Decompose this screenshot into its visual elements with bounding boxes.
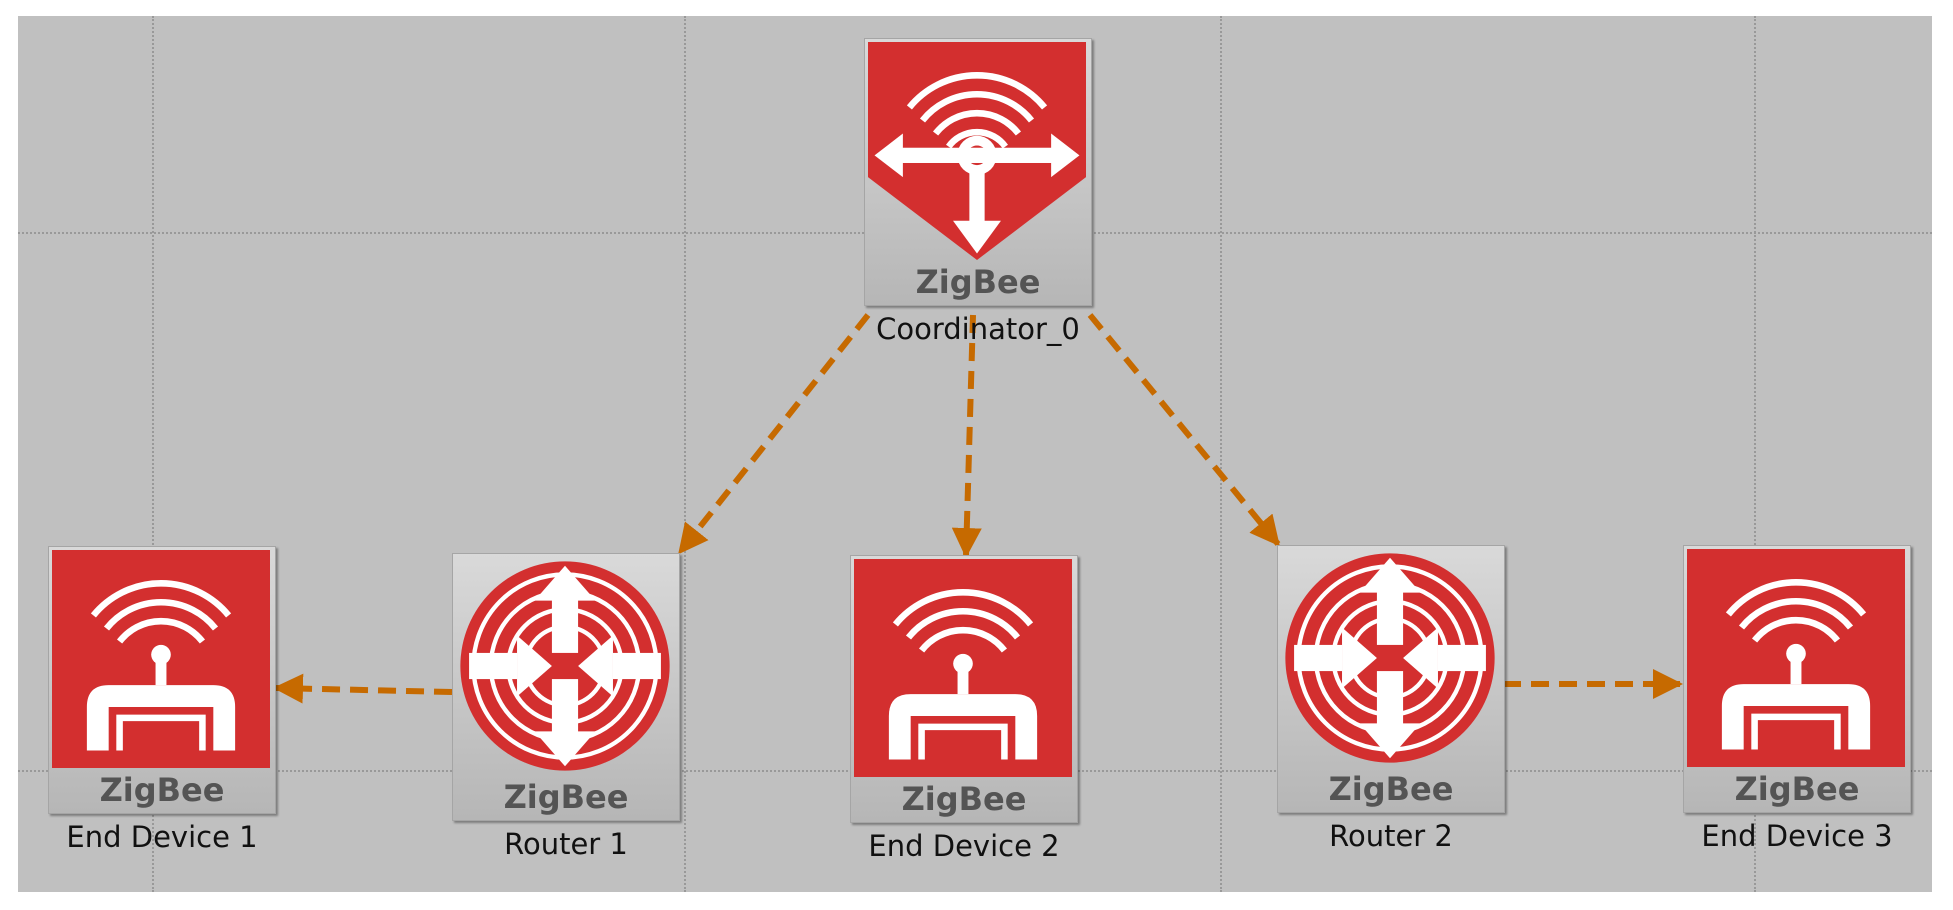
link-router1-end1[interactable] (273, 673, 453, 704)
zigbee-brand-label: ZigBee (901, 780, 1027, 818)
grid-line-vertical (684, 16, 686, 892)
node-label: Coordinator_0 (876, 312, 1080, 346)
zigbee-router-icon (460, 561, 670, 771)
zigbee-router-icon (1285, 553, 1495, 763)
node-label: End Device 2 (868, 829, 1060, 863)
link-coordinator-router1[interactable] (677, 313, 871, 555)
node-label: End Device 1 (66, 820, 258, 854)
zigbee-end-device-icon (52, 550, 270, 768)
node-label: End Device 3 (1701, 819, 1893, 853)
zigbee-brand-label: ZigBee (1328, 770, 1454, 808)
link-coordinator-end2[interactable] (951, 314, 982, 558)
node-label: Router 1 (504, 827, 628, 861)
zigbee-coordinator-icon (868, 42, 1086, 260)
node-label: Router 2 (1329, 819, 1453, 853)
link-coordinator-router2[interactable] (1087, 313, 1281, 547)
zigbee-brand-label: ZigBee (915, 263, 1041, 301)
zigbee-brand-label: ZigBee (503, 778, 629, 816)
zigbee-end-device-icon (854, 559, 1072, 777)
zigbee-brand-label: ZigBee (1734, 770, 1860, 808)
grid-line-vertical (152, 16, 154, 892)
zigbee-brand-label: ZigBee (99, 771, 225, 809)
grid-line-vertical (1754, 16, 1756, 892)
zigbee-end-device-icon (1687, 549, 1905, 767)
grid-line-vertical (1220, 16, 1222, 892)
